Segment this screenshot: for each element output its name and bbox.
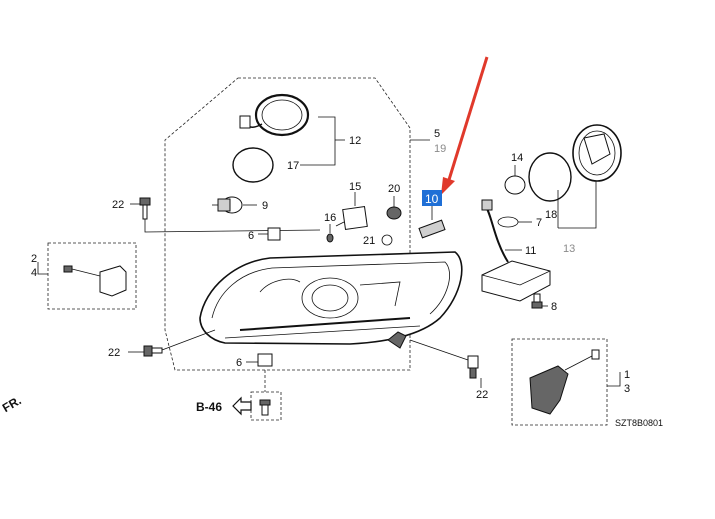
detail-box-1-3: [511, 338, 608, 426]
callout-22-right: 22: [476, 389, 488, 401]
callout-14: 14: [511, 152, 523, 164]
callout-18: 18: [545, 209, 557, 221]
bolt-22-lower: [143, 345, 163, 357]
detail-box-2-4: [47, 242, 137, 310]
callout-5: 5: [434, 128, 440, 140]
callout-6-lower: 6: [236, 357, 242, 369]
leader-bolt: [144, 219, 321, 233]
callout-2: 2: [31, 253, 37, 265]
callout-10-highlight: [422, 190, 442, 206]
callout-4: 4: [31, 267, 37, 279]
cover-assembly-13: [528, 124, 622, 202]
callout-11: 11: [525, 245, 536, 257]
headlight-housing: [199, 251, 463, 349]
part-16: [326, 233, 334, 243]
socket-15: [335, 192, 368, 230]
callout-22-upper: 22: [112, 199, 124, 211]
callout-15: 15: [349, 181, 361, 193]
callout-1: 1: [624, 369, 630, 381]
callout-3: 3: [624, 383, 630, 395]
clip-6-upper: [258, 227, 281, 241]
direction-label: FR.: [0, 393, 24, 415]
callout-12: 12: [349, 135, 361, 147]
bulb-9: [212, 196, 257, 214]
callout-8: 8: [551, 301, 557, 313]
ballast-11: [481, 199, 551, 302]
bolt-8: [531, 293, 543, 309]
bolt-22-right: [467, 355, 479, 379]
pointer-arrow: [441, 56, 489, 195]
callout-22-lower: 22: [108, 347, 120, 359]
o-ring-17: [232, 147, 274, 183]
part-21: [381, 234, 393, 246]
callout-13: 13: [563, 243, 575, 255]
callout-6-upper: 6: [248, 230, 254, 242]
callout-9: 9: [262, 200, 268, 212]
ref-arrow: [232, 396, 252, 416]
assembly-boundary: [164, 77, 411, 371]
leader-2-4: [37, 262, 48, 275]
harness-ring-assembly: [239, 93, 310, 137]
callout-10: 10: [425, 192, 439, 206]
leader-12-17: [300, 116, 336, 166]
clip-6-lower: [257, 353, 273, 367]
bolt-22-upper: [139, 197, 151, 220]
callout-19: 19: [434, 143, 446, 155]
part-7: [497, 216, 519, 228]
bracket-2-4: [63, 265, 127, 297]
diagram-code: SZT8B0801: [615, 418, 663, 428]
callout-20: 20: [388, 183, 400, 195]
bulb-10: [418, 204, 446, 239]
callout-17: 17: [287, 160, 299, 172]
screw-lower: [259, 399, 271, 416]
part-20: [386, 206, 402, 220]
callout-16: 16: [324, 212, 336, 224]
bracket-1-3: [529, 349, 600, 415]
callout-21: 21: [363, 235, 375, 247]
callout-7: 7: [536, 217, 542, 229]
leader-13-18: [557, 181, 597, 229]
part-14: [504, 165, 526, 195]
leader-1-3: [607, 372, 621, 387]
ref-section-label: B-46: [196, 400, 222, 414]
